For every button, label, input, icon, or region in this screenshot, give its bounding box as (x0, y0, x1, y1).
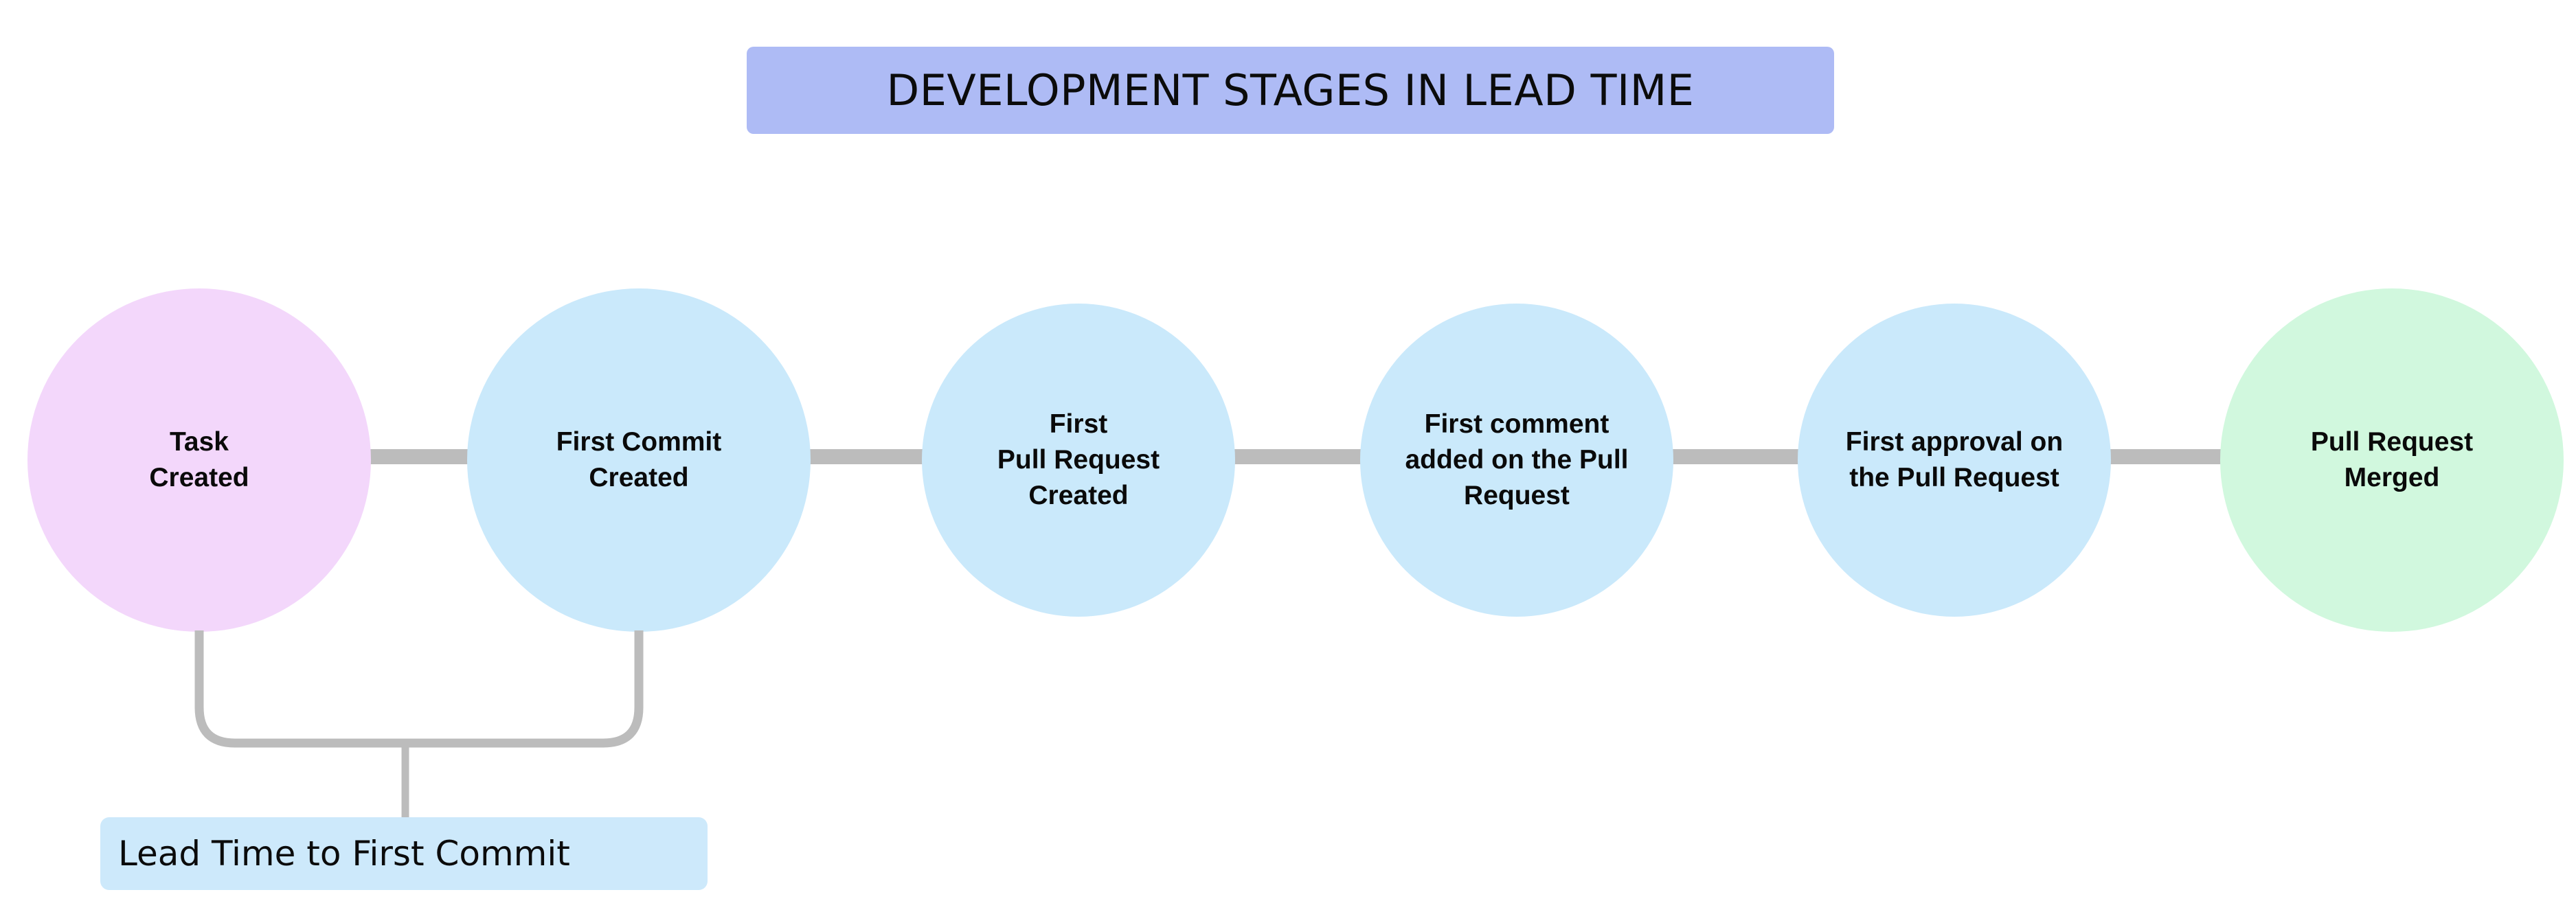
bracket-path (194, 630, 644, 748)
stage-label-first-approval-on-pull-request: First approval on the Pull Request (1845, 427, 2064, 492)
connector-first-pull-request-created-to-first-comment-on-pull-request (1223, 449, 1367, 464)
lead-time-callout-label: Lead Time to First Commit (118, 834, 570, 874)
stage-label-pull-request-merged: Pull Request Merged (2310, 427, 2474, 492)
connector-first-commit-created-to-first-pull-request-created (797, 449, 927, 464)
stage-node-first-comment-on-pull-request[interactable]: First comment added on the Pull Request (1360, 304, 1673, 617)
stage-node-first-pull-request-created[interactable]: First Pull Request Created (922, 304, 1235, 617)
stage-node-pull-request-merged[interactable]: Pull Request Merged (2220, 288, 2564, 632)
stage-node-first-approval-on-pull-request[interactable]: First approval on the Pull Request (1798, 304, 2111, 617)
connector-first-comment-on-pull-request-to-first-approval-on-pull-request (1661, 449, 1805, 464)
stage-node-first-commit-created[interactable]: First Commit Created (467, 288, 811, 632)
page-title: DEVELOPMENT STAGES IN LEAD TIME (886, 65, 1695, 115)
connector-first-approval-on-pull-request-to-pull-request-merged (2099, 449, 2236, 464)
lead-time-callout: Lead Time to First Commit (100, 817, 708, 890)
stage-label-first-pull-request-created: First Pull Request Created (997, 409, 1160, 510)
stage-node-task-created[interactable]: Task Created (27, 288, 371, 632)
stage-label-task-created: Task Created (149, 427, 249, 492)
stage-label-first-commit-created: First Commit Created (556, 427, 722, 492)
stage-label-first-comment-on-pull-request: First comment added on the Pull Request (1405, 409, 1629, 510)
diagram-title-banner: DEVELOPMENT STAGES IN LEAD TIME (747, 47, 1834, 134)
